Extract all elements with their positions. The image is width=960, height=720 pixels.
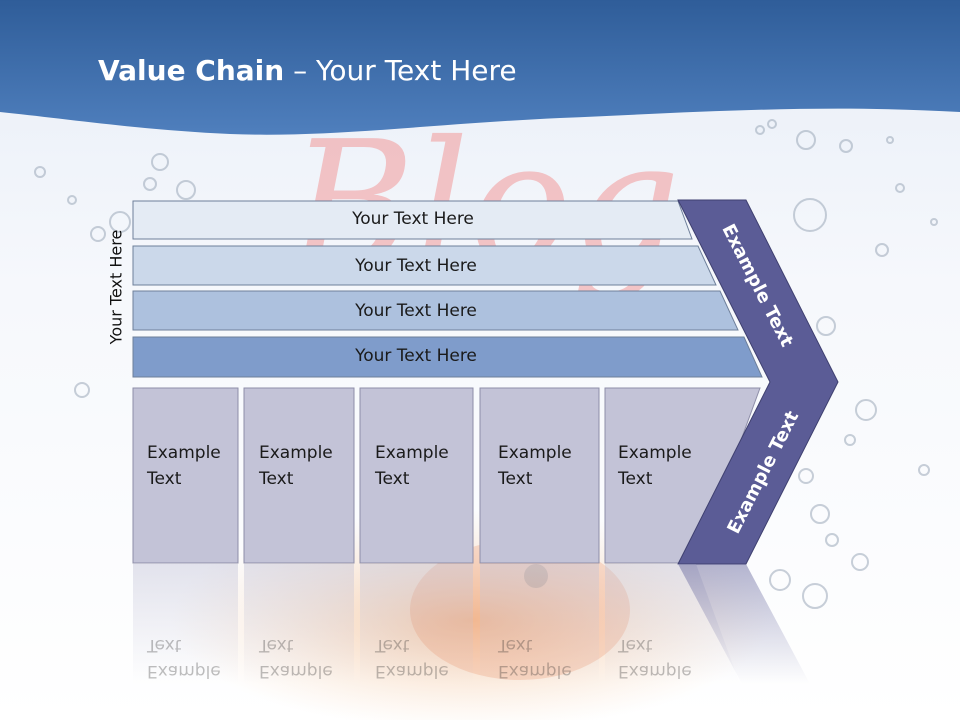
column-1-line2: Text [147,469,182,489]
column-5-text-reflection: Example Text [618,632,692,684]
column-1 [132,387,239,564]
column-3 [359,387,474,564]
column-2-refl-line2: Text [259,635,294,655]
header-wave [0,0,960,135]
band-2-label: Your Text Here [355,256,477,276]
chevron-reflection [678,564,810,684]
column-4-reflection [480,564,599,684]
column-4-line1: Example [498,443,572,463]
column-3-reflection [360,564,473,684]
column-1-line1: Example [147,443,221,463]
band-4-label: Your Text Here [355,346,477,366]
column-4-refl-line1: Example [498,661,572,681]
column-2-text-reflection: Example Text [259,632,333,684]
column-5-refl-line2: Text [618,635,653,655]
column-4-line2: Text [498,469,533,489]
title-bold: Value Chain [98,54,285,87]
column-2-reflection [244,564,354,684]
column-5-line2: Text [618,469,653,489]
band-1 [132,200,693,240]
column-4-refl-line2: Text [498,635,533,655]
column-1-reflection [133,564,238,684]
column-3-line2: Text [375,469,410,489]
column-2 [243,387,355,564]
band-1-label: Your Text Here [352,209,474,229]
bubbles [34,119,938,609]
column-1-text-reflection: Example Text [147,632,221,684]
column-5-refl-line1: Example [618,661,692,681]
band-4 [132,336,763,378]
column-4 [479,387,600,564]
column-3-refl-line2: Text [375,635,410,655]
column-2-line1: Example [259,443,333,463]
band-3 [132,290,739,331]
slide-title: Value Chain – Your Text Here [98,54,517,87]
band-2 [132,245,717,286]
title-rest: – Your Text Here [284,54,517,87]
column-5-line1: Example [618,443,692,463]
column-2-refl-line1: Example [259,661,333,681]
band-3-label: Your Text Here [355,301,477,321]
column-3-text-reflection: Example Text [375,632,449,684]
column-2-line2: Text [259,469,294,489]
column-4-text-reflection: Example Text [498,632,572,684]
column-3-line1: Example [375,443,449,463]
column-3-refl-line1: Example [375,661,449,681]
column-1-refl-line1: Example [147,661,221,681]
column-1-refl-line2: Text [147,635,182,655]
